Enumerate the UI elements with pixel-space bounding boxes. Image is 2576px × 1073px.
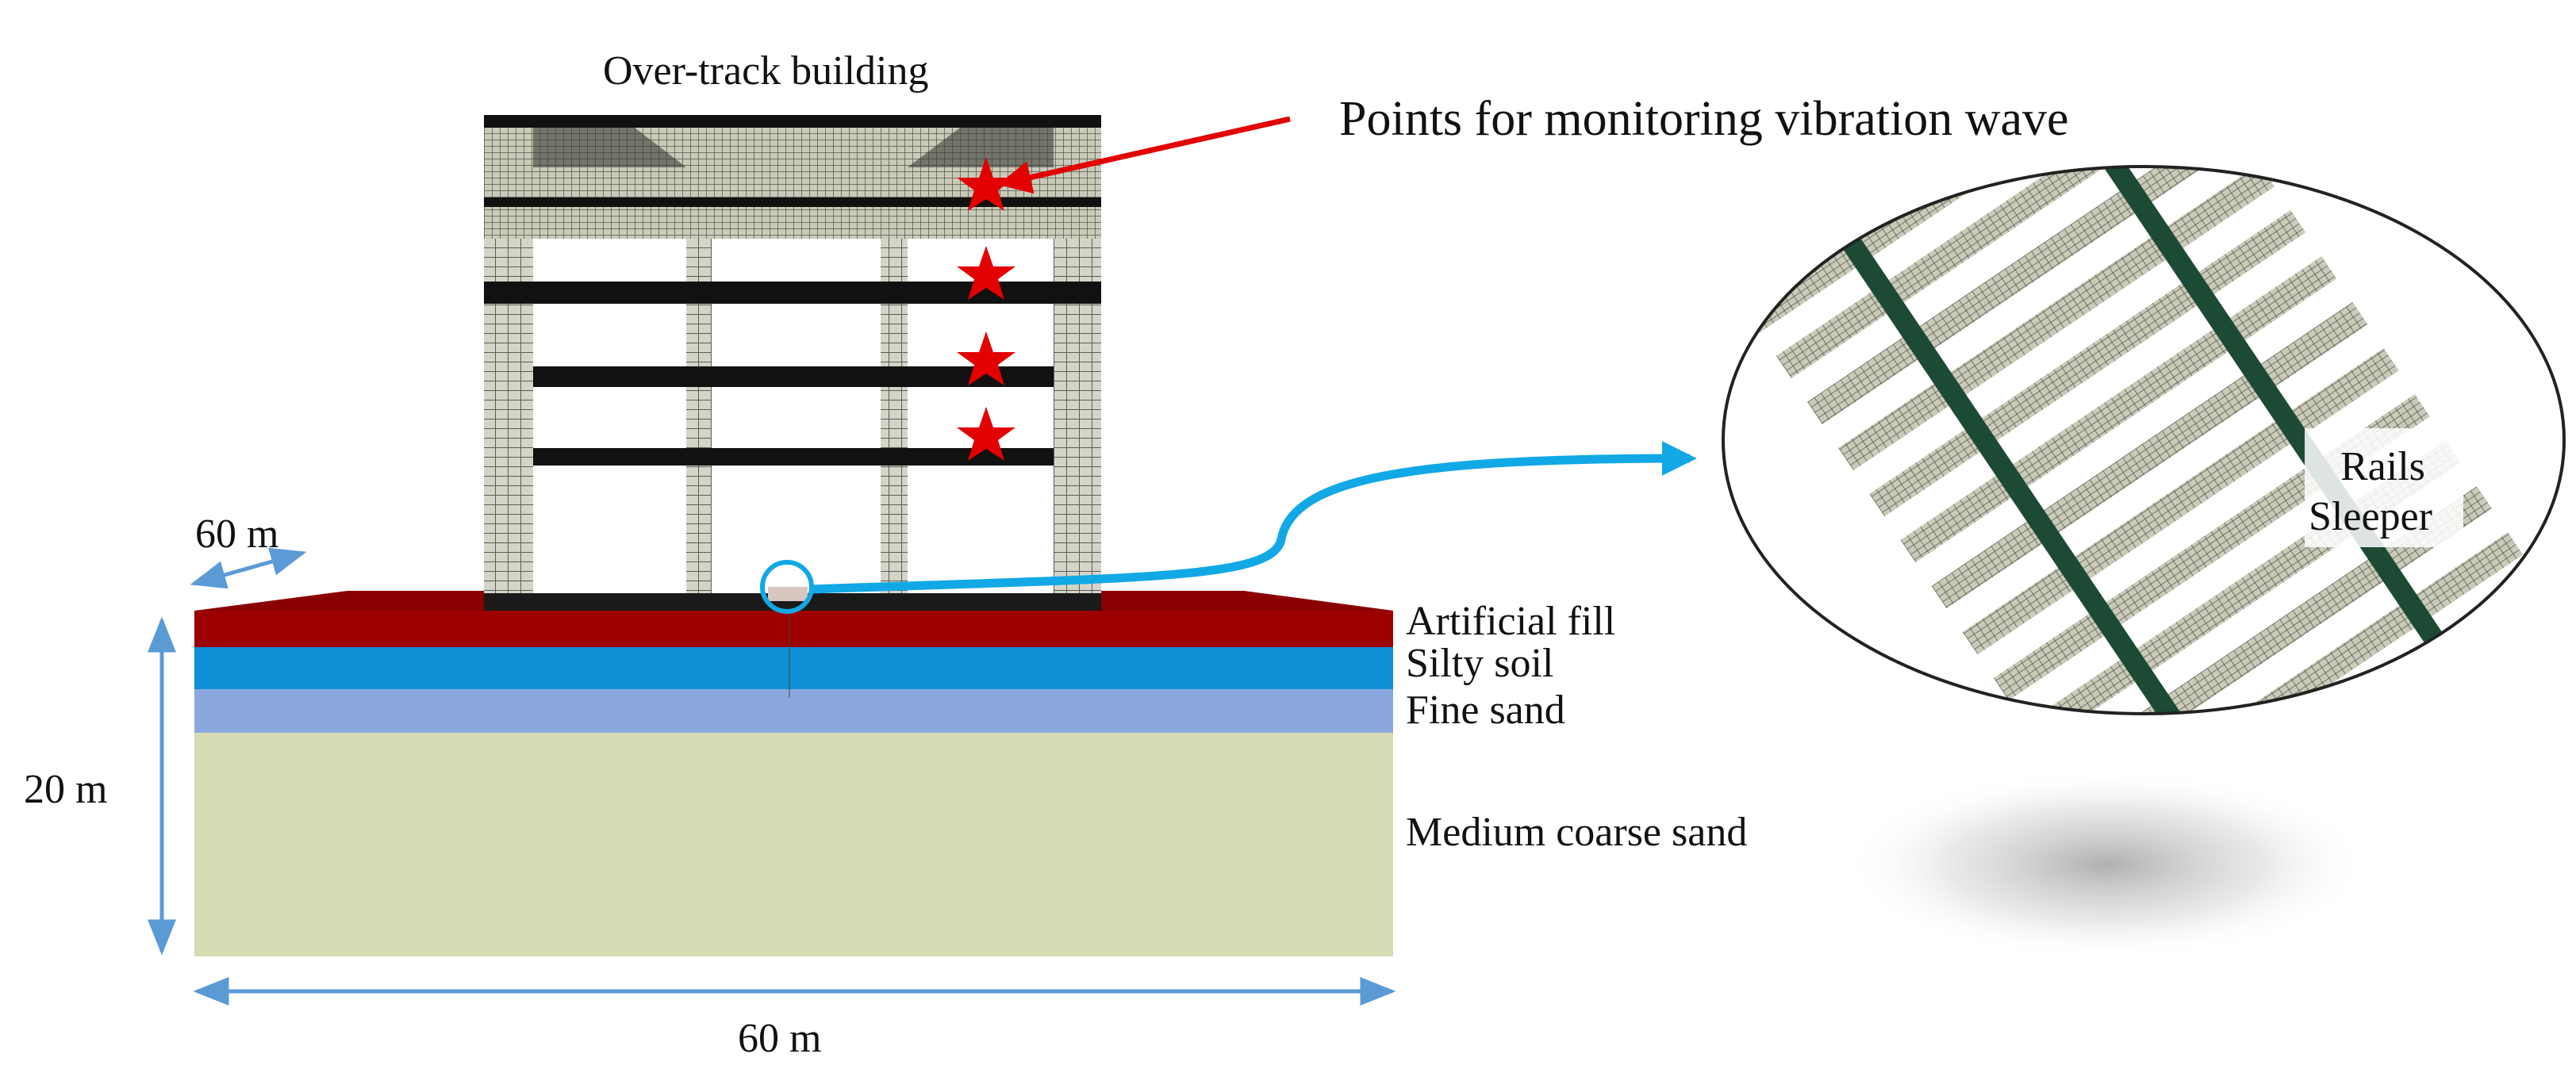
column-right-front	[1054, 304, 1101, 611]
building-title: Over-track building	[603, 48, 929, 94]
over-track-building	[484, 115, 1101, 611]
star-icon	[957, 331, 1015, 385]
floor-slab-4	[484, 197, 1101, 207]
height-dimension-label: 20 m	[24, 767, 107, 812]
rail-left	[1814, 194, 2257, 714]
floor-slab-3	[484, 282, 1101, 304]
layer-label-silty-soil: Silty soil	[1406, 641, 1553, 686]
track-callout	[760, 441, 1697, 614]
monitoring-pointer-arrow	[997, 116, 1291, 194]
sleeper-label: Sleeper	[2309, 494, 2432, 539]
track-location	[768, 587, 808, 601]
star-icon	[957, 407, 1015, 461]
rails-label: Rails	[2340, 444, 2425, 489]
layer-medium-coarse-sand	[194, 733, 1393, 956]
layer-label-artificial-fill: Artificial fill	[1406, 599, 1615, 644]
depth-dimension-arrow	[190, 547, 307, 589]
roof-slab	[484, 115, 1101, 128]
zoom-border	[1722, 165, 2566, 715]
layer-fine-sand	[194, 689, 1393, 733]
building-base	[484, 593, 1101, 611]
layer-artificial-fill	[194, 611, 1393, 647]
monitoring-points	[957, 157, 1015, 461]
soil-model	[194, 591, 1393, 956]
zoom-shadow	[1845, 769, 2368, 960]
depth-dimension-label: 60 m	[195, 512, 278, 557]
width-dimension-label: 60 m	[738, 1016, 821, 1061]
roof-shade-2	[908, 128, 1054, 167]
callout-curve-arrow	[810, 441, 1697, 594]
floor-slab-1	[484, 448, 1101, 466]
layer-silty-soil	[194, 647, 1393, 689]
dimensions	[148, 547, 1396, 1006]
column-left-front	[484, 304, 533, 611]
layer-label-fine-sand: Fine sand	[1406, 688, 1565, 733]
star-icon	[957, 246, 1015, 300]
floor-slab-2	[484, 366, 1101, 387]
star-icon	[957, 157, 1015, 211]
roof-shade	[533, 128, 686, 167]
floor-beam-3	[484, 207, 1101, 239]
label-backdrop	[2305, 428, 2463, 547]
layer-label-medium-coarse-sand: Medium coarse sand	[1406, 810, 1747, 855]
monitoring-label: Points for monitoring vibration wave	[1339, 92, 2069, 146]
